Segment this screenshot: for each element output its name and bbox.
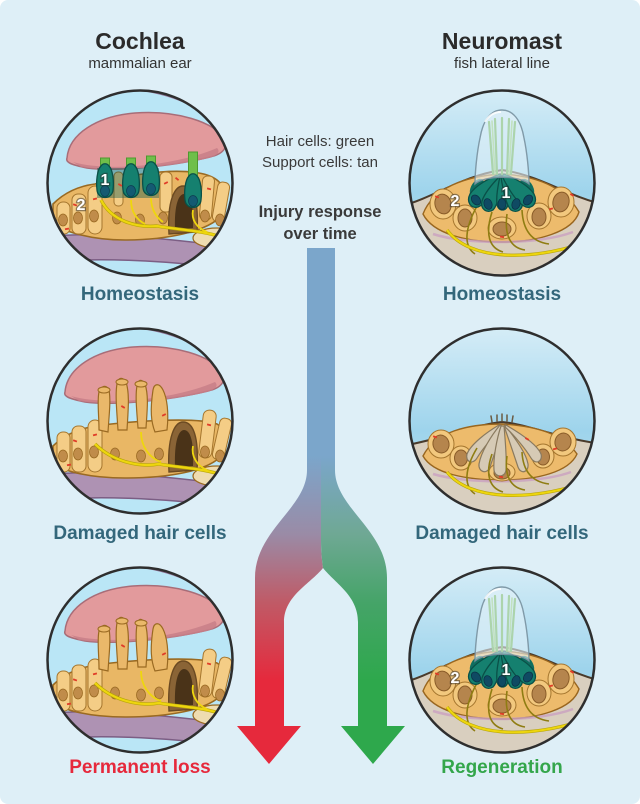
neuromast-regeneration-illustration [407,565,597,755]
cochlea-title: Cochlea [95,28,185,54]
color-key-support-cells: Support cells: tan [262,154,378,171]
neuromast-header: Neuromast fish lateral line [402,28,602,73]
timeline-title-line1: Injury response [258,203,382,221]
stage-label-regeneration: Regeneration [441,757,563,778]
cochlea-homeostasis-illustration [45,88,235,278]
arrow-branch-permanent-loss [237,248,323,764]
neuromast-damaged-illustration [407,326,597,516]
neuromast-title: Neuromast [441,28,563,54]
stage-label-permanent-loss: Permanent loss [69,757,211,778]
neuromast-subtitle: fish lateral line [454,55,550,72]
timeline-title-line2: over time [283,225,357,243]
color-key-hair-cells: Hair cells: green [265,133,375,150]
neuromast-homeostasis-illustration [407,88,597,278]
cochlea-damaged-illustration [45,326,235,516]
stage-label-cochlea-damaged: Damaged hair cells [53,523,227,544]
timeline-title: Injury response over time [220,201,420,245]
stage-label-neuromast-damaged: Damaged hair cells [415,523,589,544]
stage-label-neuromast-homeostasis: Homeostasis [442,284,562,305]
cochlea-header: Cochlea mammalian ear [40,28,240,73]
cochlea-permanent-loss-illustration [45,565,235,755]
arrow-branch-regeneration [321,248,405,764]
cochlea-subtitle: mammalian ear [88,55,192,72]
stage-label-cochlea-homeostasis: Homeostasis [80,284,200,305]
color-key: Hair cells: green Support cells: tan [220,131,420,173]
